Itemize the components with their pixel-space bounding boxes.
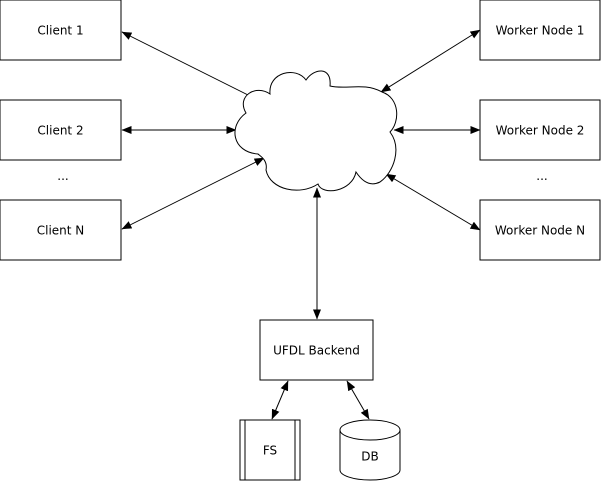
ufdl-backend-label: UFDL Backend xyxy=(273,344,360,358)
fs-label: FS xyxy=(263,444,277,458)
edge-backend-db xyxy=(346,380,370,420)
worker-node-1-box: Worker Node 1 xyxy=(479,0,601,61)
client-2-label: Client 2 xyxy=(37,124,83,138)
edge-client-1-network xyxy=(121,31,267,105)
client-2-box: Client 2 xyxy=(0,99,122,161)
clients-ellipsis: ... xyxy=(57,169,68,183)
ufdl-backend-box: UFDL Backend xyxy=(259,319,374,381)
worker-node-1-label: Worker Node 1 xyxy=(496,24,585,38)
worker-node-2-label: Worker Node 2 xyxy=(496,124,585,138)
client-n-label: Client N xyxy=(37,224,85,238)
db-cylinder: DB xyxy=(339,419,401,481)
worker-node-n-box: Worker Node N xyxy=(479,199,601,261)
network-cloud xyxy=(234,70,398,192)
fs-storage: FS xyxy=(239,419,301,481)
worker-node-n-label: Worker Node N xyxy=(495,224,585,238)
edge-client-n-network xyxy=(121,157,265,230)
edges xyxy=(121,29,481,420)
worker-node-2-box: Worker Node 2 xyxy=(479,99,601,161)
workers-ellipsis: ... xyxy=(536,169,547,183)
client-n-box: Client N xyxy=(0,199,122,261)
edge-backend-fs xyxy=(271,380,289,420)
client-1-label: Client 1 xyxy=(37,24,83,38)
edge-worker-n-network xyxy=(385,173,481,231)
edge-worker-1-network xyxy=(380,29,481,93)
client-1-box: Client 1 xyxy=(0,0,122,61)
db-label: DB xyxy=(361,450,378,464)
